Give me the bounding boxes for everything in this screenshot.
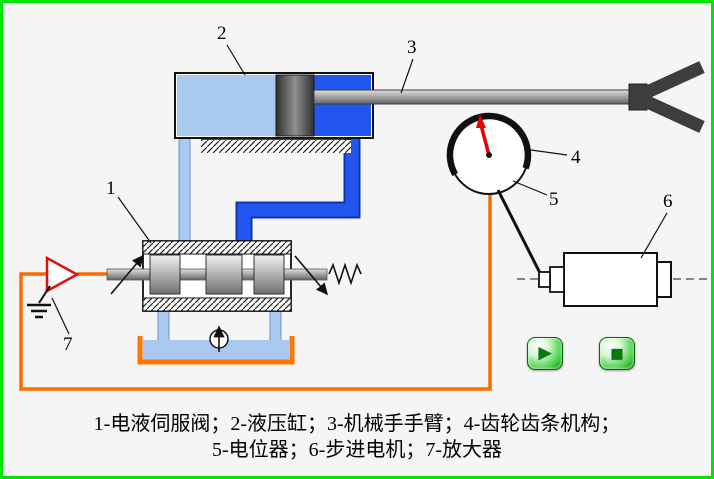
callouts: 1 2 3 4 5 6 7 — [51, 23, 673, 355]
piston-rod — [313, 89, 639, 105]
amplifier-triangle — [45, 255, 80, 294]
gear-dial — [446, 112, 532, 195]
oil-tank — [137, 336, 295, 365]
stop-button[interactable]: ■ — [599, 337, 635, 370]
valve-spring — [328, 262, 362, 286]
amplifier — [27, 255, 80, 319]
motor-link-rod — [496, 189, 544, 278]
pressure-pipe-outline — [235, 137, 361, 253]
valve-spool-land-right — [253, 254, 285, 295]
stop-icon: ■ — [610, 345, 624, 362]
pump-symbol — [209, 325, 229, 352]
valve-actuation-arrow-left — [110, 254, 145, 295]
valve-spool-land-left — [149, 254, 181, 295]
legend-caption: 1-电液伺服阀；2-液压缸；3-机械手手臂；4-齿轮齿条机构； 5-电位器；6-… — [3, 411, 711, 463]
callout-6: 6 — [663, 191, 673, 212]
mount-hatch — [201, 140, 351, 153]
dial-needle-tip — [476, 114, 486, 128]
pressure-pipe — [237, 137, 359, 253]
dial-center — [486, 152, 492, 158]
ground-lead — [38, 285, 51, 304]
motor-shaft-step2 — [538, 271, 551, 288]
dial-arc — [446, 112, 532, 177]
callout-leader-3 — [400, 58, 414, 94]
callout-5: 5 — [549, 189, 559, 210]
gripper-upper-finger — [640, 61, 705, 100]
piston — [275, 74, 315, 137]
feedback-wire — [19, 195, 492, 391]
callout-leader-1 — [117, 196, 152, 244]
motor-body — [563, 252, 658, 307]
motor-shaft-step1 — [549, 266, 565, 293]
tank-outline — [137, 336, 295, 365]
feedback-wire-path — [19, 195, 492, 391]
stepper-motor-assembly — [496, 189, 707, 307]
legend-line-2: 5-电位器；6-步进电机；7-放大器 — [212, 439, 502, 461]
return-pipe-left — [178, 136, 191, 250]
callout-7: 7 — [63, 334, 73, 355]
callout-1: 1 — [106, 178, 116, 199]
hydraulic-cylinder — [174, 72, 374, 139]
play-button[interactable]: ▶ — [527, 337, 563, 370]
motor-end-cap — [656, 261, 672, 298]
callout-leader-6 — [640, 212, 668, 259]
dial-needle — [479, 124, 491, 156]
legend-line-1: 1-电液伺服阀；2-液压缸；3-机械手手臂；4-齿轮齿条机构； — [93, 413, 621, 435]
schematic-canvas: 1 2 3 4 5 6 7 — [19, 23, 707, 391]
callout-leader-4 — [530, 149, 568, 156]
cylinder-left-chamber — [177, 75, 276, 136]
callout-leader-5 — [512, 180, 548, 196]
callout-4: 4 — [571, 147, 581, 168]
valve-spool-land-center — [205, 254, 243, 295]
servo-valve — [106, 240, 362, 312]
manipulator-arm — [313, 61, 705, 133]
valve-actuation-arrow-right — [294, 255, 329, 296]
gripper-lower-finger — [640, 94, 705, 133]
valve-top-wall — [142, 240, 292, 255]
fixed-mount — [201, 138, 351, 153]
tank-fluid — [143, 340, 289, 360]
valve-bottom-wall — [142, 297, 292, 312]
callout-3: 3 — [407, 37, 417, 58]
callout-leader-2 — [226, 44, 246, 76]
cylinder-right-chamber — [314, 75, 371, 136]
callout-2: 2 — [217, 23, 227, 44]
callout-leader-7 — [51, 297, 70, 335]
play-icon: ▶ — [538, 343, 552, 363]
